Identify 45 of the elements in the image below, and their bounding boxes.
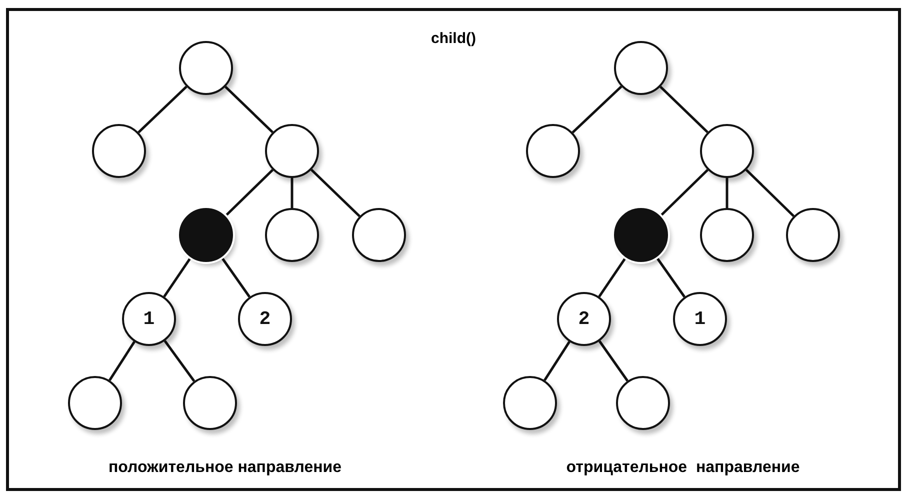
tree-node-circle [557,292,611,346]
tree-edge [164,340,196,382]
tree-node-circle [68,376,122,430]
title: child() [431,30,476,47]
tree-edge [659,168,709,218]
child-index: 2 [578,308,590,330]
tree-edge [572,86,622,134]
current-node-dot [614,208,668,262]
tree-edge [544,341,570,381]
tree-edge [656,256,686,298]
tree-node-circle [614,41,668,95]
tree-edge [660,86,708,134]
tree-node-circle [673,292,727,346]
tree-node-circle [700,208,754,262]
child-index: 2 [259,308,271,330]
tree-edge [224,168,274,218]
tree-node-circle [503,376,557,430]
tree-edge [310,168,360,218]
tree-node-circle [238,292,292,346]
tree-node-circle [526,124,580,178]
tree-caption: положительное направление [108,459,342,477]
tree-edge [598,256,627,298]
tree-node-circle [700,124,754,178]
tree-edge [745,168,795,218]
tree-edge [163,256,192,298]
current-node-dot [179,208,233,262]
tree-edge [598,340,628,382]
tree-node-circle [179,41,233,95]
tree-edge [726,178,728,208]
tree-node-circle [352,208,406,262]
tree-node-circle [786,208,840,262]
tree-edge [138,86,188,134]
tree-node-circle [92,124,146,178]
tree-node-circle [265,208,319,262]
tree-node-circle [616,376,670,430]
tree-node-circle [265,124,319,178]
tree-caption: отрицательное направление [566,459,800,477]
child-index: 1 [694,308,706,330]
tree-edge [224,86,274,134]
tree-edge [290,178,294,208]
tree-edge [220,256,250,298]
tree-node-circle [122,292,176,346]
tree-node-circle [183,376,237,430]
child-index: 1 [143,308,155,330]
tree-edge [108,341,136,381]
